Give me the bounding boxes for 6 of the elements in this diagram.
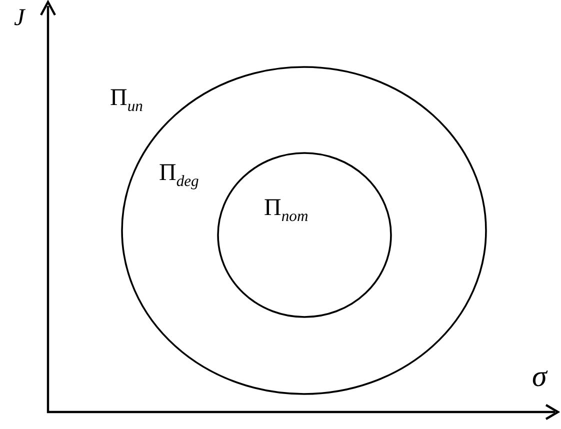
region-label: Π$_{un}$: [110, 86, 143, 114]
axis-label: J: [14, 6, 25, 30]
region-label: Π$_{nom}$: [264, 196, 308, 224]
axis-label: σ: [532, 362, 547, 392]
region-label: Π$_{deg}$: [159, 161, 199, 190]
region-ellipse: [217, 152, 392, 318]
